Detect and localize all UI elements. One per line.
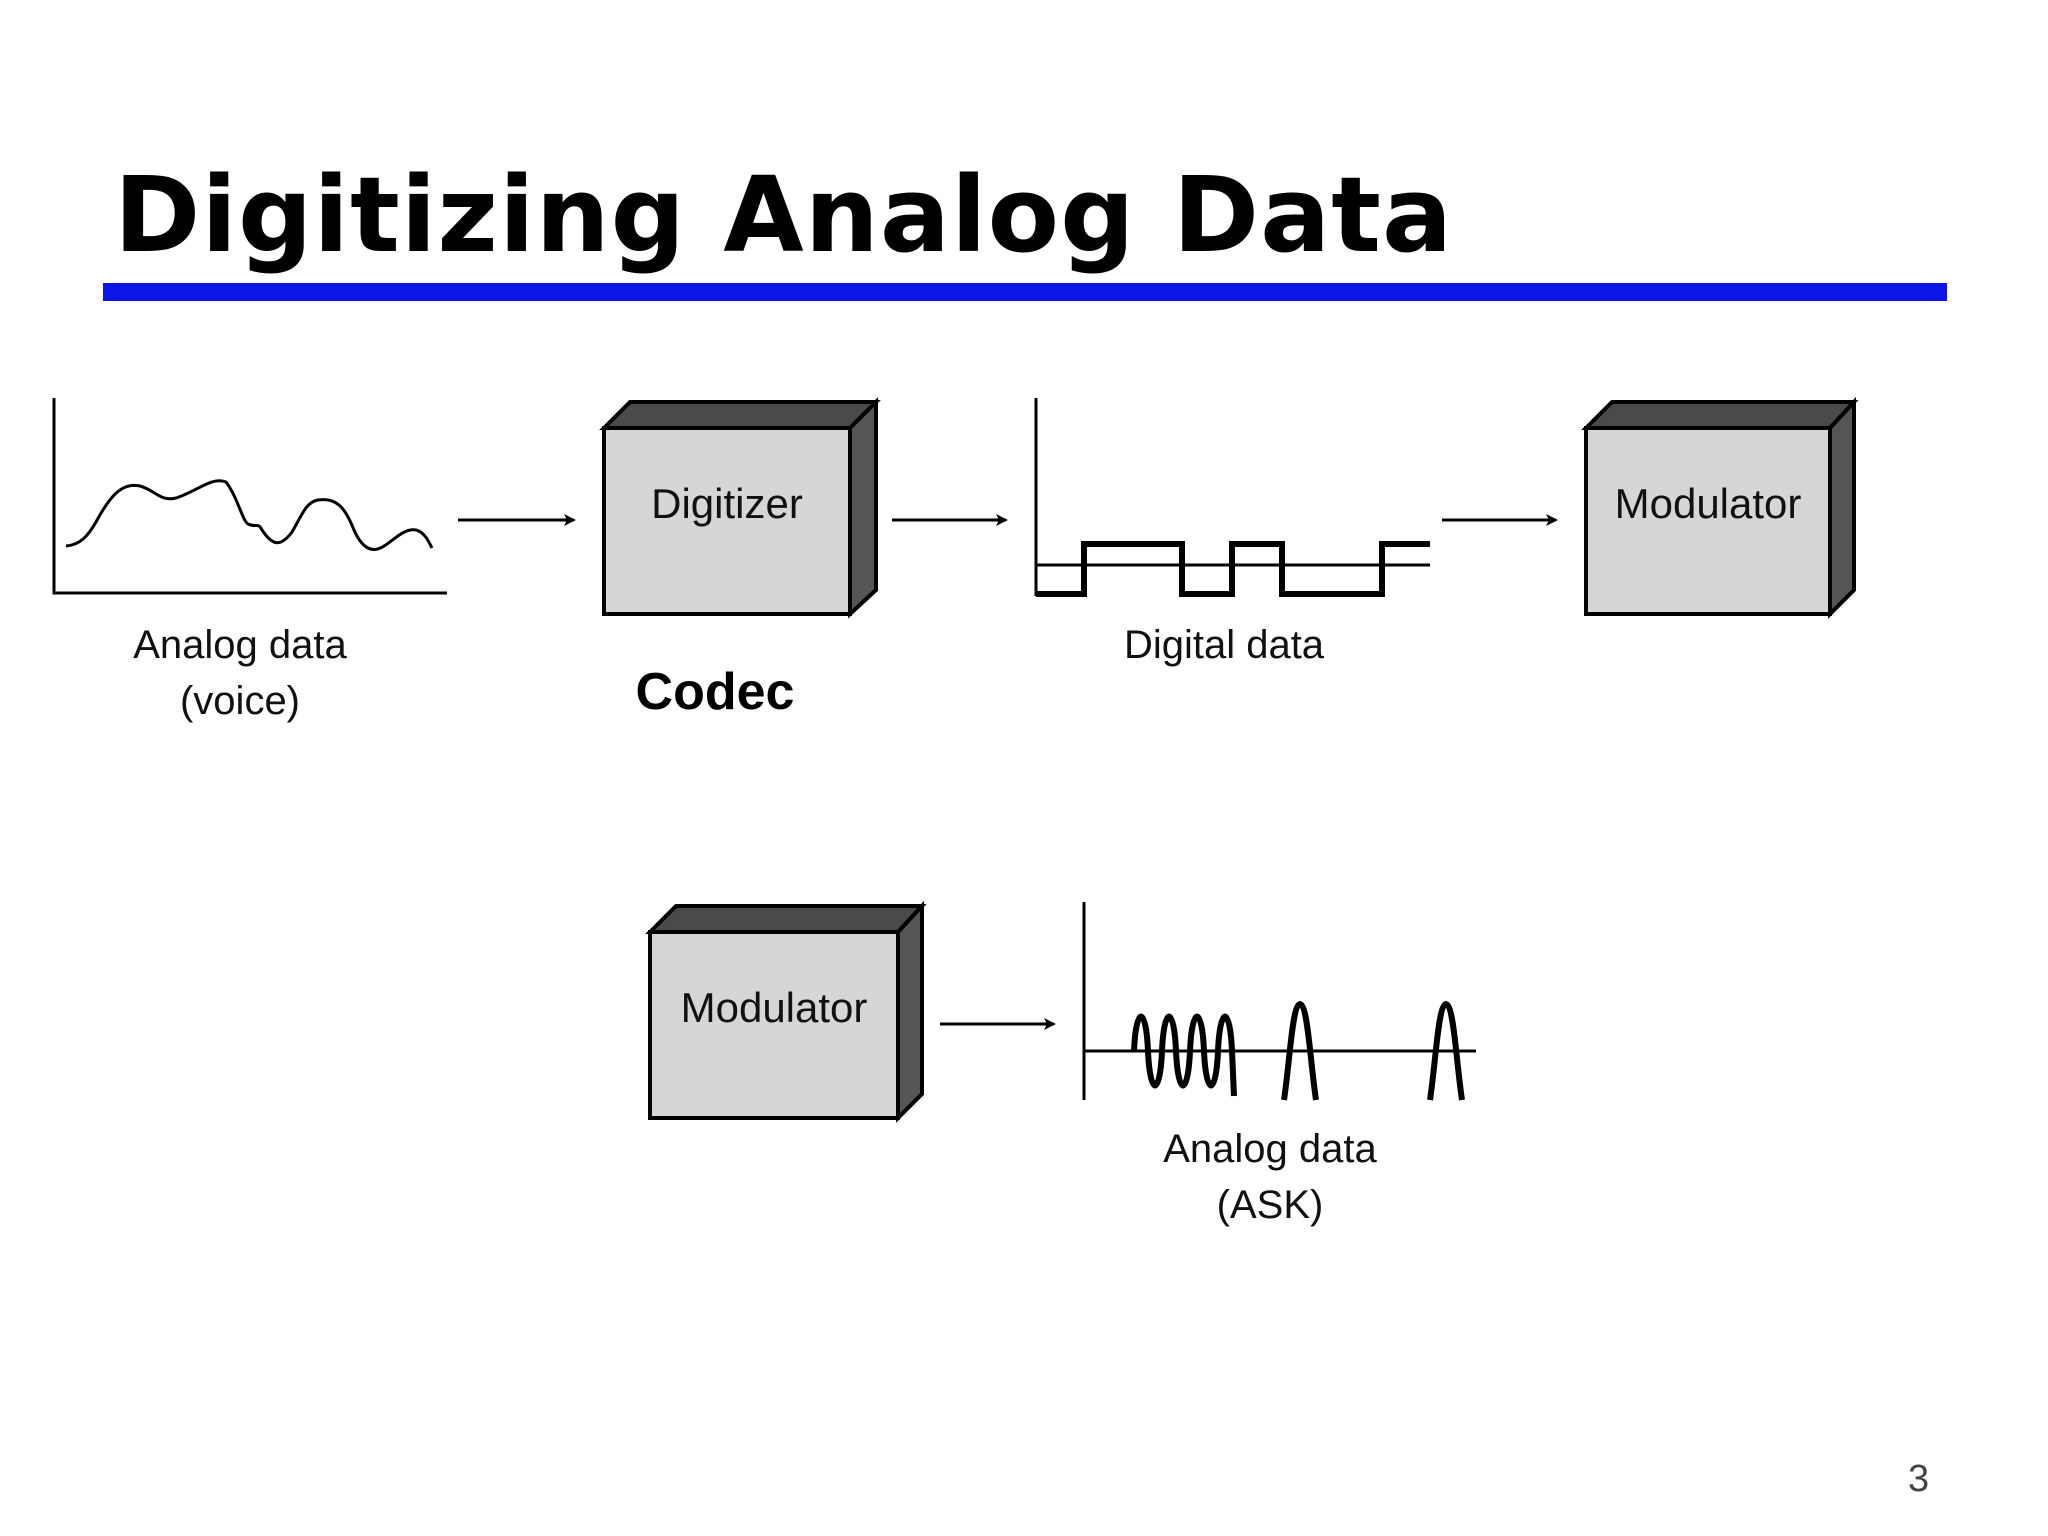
digital-data-graph [1034, 398, 1430, 597]
ask-label-line1: Analog data [1163, 1127, 1377, 1171]
ask-label-line2: (ASK) [1217, 1183, 1324, 1227]
analog-graph-axes [52, 398, 447, 595]
digital-square-wave [1036, 541, 1430, 597]
title-underline [103, 283, 1947, 301]
page-number: 3 [1908, 1458, 1930, 1500]
slide-title: Digitizing Analog Data [114, 154, 1454, 276]
digitizer-label: Digitizer [651, 480, 803, 527]
analog-voice-label-line2: (voice) [180, 679, 300, 723]
analog-voice-graph [52, 398, 447, 595]
modulator-box-bottom [645, 900, 927, 1123]
modulator-label-top: Modulator [1615, 480, 1802, 527]
ask-waveform-graph [1082, 902, 1476, 1101]
digital-data-label: Digital data [1124, 623, 1325, 667]
analog-voice-waveform [65, 479, 434, 551]
ask-waveform-burst-3 [1427, 1000, 1465, 1101]
modulator-label-bottom: Modulator [681, 984, 868, 1031]
ask-waveform [1131, 1013, 1237, 1097]
modulator-box-top [1581, 396, 1859, 619]
analog-voice-label-line1: Analog data [133, 623, 347, 667]
digitizer-box [599, 397, 881, 619]
codec-label: Codec [636, 663, 795, 721]
ask-waveform-burst-2 [1281, 1000, 1319, 1101]
